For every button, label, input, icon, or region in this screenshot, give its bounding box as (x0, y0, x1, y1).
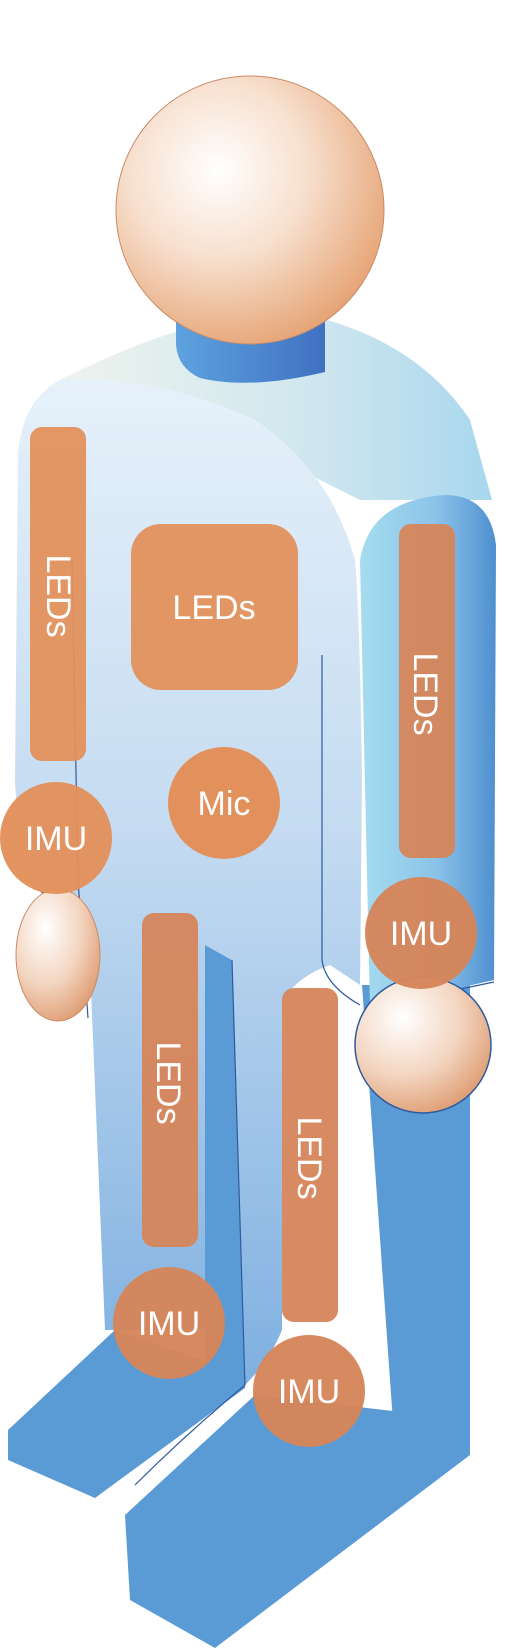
right-arm-leds-box (399, 524, 455, 858)
left-arm-leds-box (30, 427, 86, 761)
mic: Mic (168, 747, 280, 859)
right-ankle-imu-label: IMU (278, 1373, 340, 1411)
torso-leds-box (131, 524, 298, 690)
right-hand (354, 976, 492, 1114)
mic-circle (168, 747, 280, 859)
left-leg-seam (134, 959, 246, 1486)
left-leg-leds: LEDs (142, 913, 198, 1247)
left-wrist-imu: IMU (0, 782, 112, 894)
right-leg-leds: LEDs (282, 988, 338, 1322)
right-leg-leds-box (282, 988, 338, 1322)
right-wrist-imu: IMU (365, 877, 477, 989)
left-ankle-imu-circle (113, 1267, 225, 1379)
left-wrist-imu-circle (0, 782, 112, 894)
left-ankle-imu: IMU (113, 1267, 225, 1379)
head (115, 75, 385, 345)
left-hand (15, 888, 101, 1022)
left-ankle-imu-label: IMU (138, 1305, 200, 1343)
right-arm-leds-label: LEDs (406, 652, 444, 735)
right-wrist-imu-circle (365, 877, 477, 989)
right-foot (125, 1395, 470, 1648)
left-leg-leds-box (142, 913, 198, 1247)
left-leg-inner (205, 945, 245, 1385)
torso-seam-right (321, 655, 361, 1006)
torso-leds-label: LEDs (172, 589, 255, 627)
left-arm-leds-label: LEDs (39, 554, 77, 637)
torso-leds: LEDs (131, 524, 298, 690)
right-arm-leds: LEDs (399, 524, 455, 858)
right-ankle-imu-circle (253, 1335, 365, 1447)
right-ankle-imu: IMU (253, 1335, 365, 1447)
shoulders (60, 318, 492, 500)
mic-label: Mic (198, 785, 251, 823)
right-leg-leds-label: LEDs (290, 1116, 328, 1199)
left-arm-leds: LEDs (30, 427, 86, 761)
right-wrist-imu-label: IMU (390, 915, 452, 953)
left-wrist-imu-label: IMU (25, 820, 87, 858)
left-leg-leds-label: LEDs (149, 1041, 187, 1124)
